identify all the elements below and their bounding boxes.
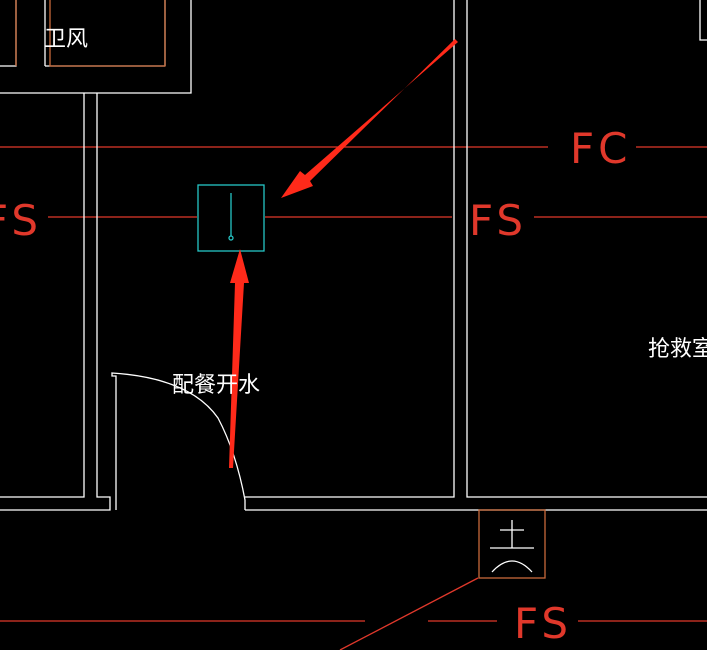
riser-box[interactable] [197, 184, 265, 252]
wall-top-left-room [0, 0, 192, 94]
wall-pantry-right [245, 0, 455, 498]
wall-rescue-left [466, 0, 707, 498]
fc-top-label: FC [570, 124, 631, 173]
annotation-arrow-bottom [229, 249, 249, 468]
pantry-room-label: 配餐开水 [172, 373, 260, 398]
wall-left-column [0, 93, 85, 498]
fixture-top-left-frame-2 [49, 0, 166, 67]
door-swing-arc [111, 372, 246, 510]
annotation-arrow-top [281, 39, 458, 198]
wall-top-right-box [699, 0, 707, 41]
annotation-arrows [229, 39, 458, 468]
pipe-lines [0, 146, 707, 650]
rescue-room-label: 抢救室 [648, 337, 707, 362]
fixtures [15, 0, 546, 579]
fs-middle-label: FS [469, 196, 527, 245]
riser-pipe-dot [228, 235, 234, 241]
walls [0, 0, 707, 511]
wall-top-left-corner [0, 0, 17, 67]
top-left-room-label: 卫风 [44, 27, 88, 52]
wall-pantry-left [0, 93, 111, 511]
floor-drain-fixture-box[interactable] [478, 509, 546, 579]
fs-bottom-label: FS [514, 599, 572, 648]
diagonal-pipe-line [339, 577, 479, 650]
floor-drain-symbol-arc [491, 560, 533, 573]
fs-left-label: FS [0, 196, 42, 245]
